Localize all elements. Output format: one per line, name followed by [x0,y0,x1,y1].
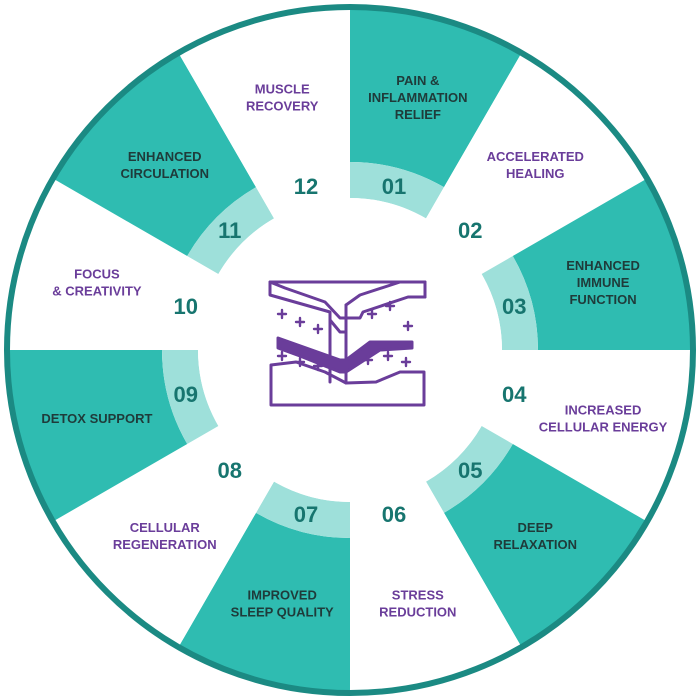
segment-label-11: ENHANCED CIRCULATION [120,149,209,181]
segment-label-07: IMPROVED SLEEP QUALITY [231,588,334,620]
segment-label-line: RELAXATION [493,537,577,552]
segment-label-line: SLEEP QUALITY [231,605,334,620]
segment-number-05: 05 [458,458,482,483]
segment-label-line: INCREASED [565,402,642,417]
segment-number-06: 06 [382,502,406,527]
segment-label-01: PAIN & INFLAMMATION RELIEF [368,73,467,122]
segment-label-line: PAIN & [396,73,439,88]
segment-09 [7,350,188,522]
segment-08 [52,444,257,648]
segment-02 [444,52,648,257]
segment-label-12: MUSCLE RECOVERY [246,81,319,113]
segment-label-03: ENHANCED IMMUNE FUNCTION [566,258,640,307]
segment-number-09: 09 [174,382,198,407]
segment-label-line: & CREATIVITY [52,284,142,299]
segment-label-line: DEEP [518,520,554,535]
segment-label-line: RELIEF [395,107,441,122]
segment-label-line: REDUCTION [379,605,456,620]
center-disc [198,198,502,502]
segment-label-05: DEEP RELAXATION [493,520,577,552]
segment-label-line: IMMUNE [577,275,630,290]
segment-label-06: STRESS REDUCTION [379,588,456,620]
segment-number-07: 07 [294,502,318,527]
segment-label-line: FOCUS [74,267,120,282]
segment-03 [512,178,693,350]
segment-label-line: MUSCLE [255,81,310,96]
segments-layer: PAIN & INFLAMMATION RELIEF 01 ACCELERATED HEA… [7,7,693,693]
segment-ring-07 [256,481,350,538]
segment-ring-08 [187,426,274,513]
segment-12 [178,7,350,188]
segment-ring-02 [426,187,513,274]
segment-11 [52,52,257,257]
segment-ring-09 [162,350,219,444]
segment-number-12: 12 [294,174,318,199]
segment-label-line: FUNCTION [569,292,636,307]
segment-04 [512,350,693,522]
segment-number-01: 01 [382,174,406,199]
segment-ring-06 [350,481,444,538]
segment-label-line: REGENERATION [113,537,217,552]
segment-label-10: FOCUS & CREATIVITY [52,267,142,299]
segment-05 [444,444,648,648]
segment-label-line: STRESS [392,588,444,603]
segment-label-line: CIRCULATION [120,166,209,181]
segment-number-02: 02 [458,218,482,243]
segment-ring-01 [350,162,444,219]
segment-label-line: CELLULAR [130,520,201,535]
segment-label-line: RECOVERY [246,98,319,113]
segment-label-08: CELLULAR REGENERATION [113,520,217,552]
segment-ring-03 [481,256,538,350]
segment-number-08: 08 [218,458,242,483]
segment-label-line: DETOX SUPPORT [41,411,152,426]
segment-01 [350,7,522,188]
segment-label-02: ACCELERATED HEALING [487,149,584,181]
segment-07 [178,512,350,693]
segment-label-09: DETOX SUPPORT [41,411,152,426]
segment-ring-11 [187,187,274,274]
segment-label-line: ENHANCED [566,258,640,273]
segment-label-line: INFLAMMATION [368,90,467,105]
segment-ring-10 [162,256,219,350]
segment-label-04: INCREASED CELLULAR ENERGY [539,402,668,434]
segment-number-04: 04 [502,382,527,407]
segment-ring-04 [481,350,539,444]
segment-number-03: 03 [502,294,526,319]
outer-ring [4,4,696,696]
layered-mattress-sparkle-icon [268,280,427,407]
segment-label-line: HEALING [506,166,565,181]
segment-label-line: IMPROVED [248,588,317,603]
segment-label-line: CELLULAR ENERGY [539,419,668,434]
segment-number-11: 11 [218,218,241,243]
segment-10 [7,178,188,350]
segment-label-line: ACCELERATED [487,149,584,164]
segment-ring-05 [426,426,513,513]
segment-06 [350,512,522,693]
segment-ring-12 [256,162,350,219]
segment-label-line: ENHANCED [128,149,202,164]
segment-number-10: 10 [174,294,198,319]
